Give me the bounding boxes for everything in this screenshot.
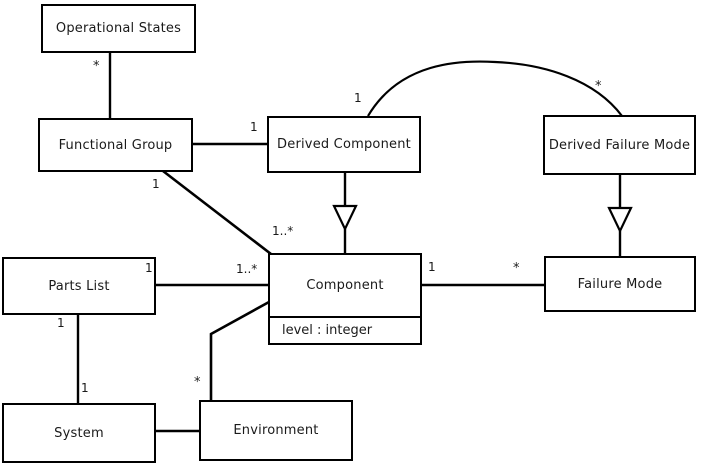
multiplicity-system-parts-list: 1 [81, 381, 89, 395]
multiplicity-functional-group-derived-component: 1 [250, 120, 258, 134]
class-name-derived-failure-mode: Derived Failure Mode [548, 137, 691, 153]
class-name-functional-group: Functional Group [58, 137, 173, 153]
multiplicity-functional-group-component: 1 [152, 177, 160, 191]
connector-environment-component [209, 300, 270, 400]
class-box-derived-failure-mode[interactable]: Derived Failure Mode [543, 115, 696, 175]
multiplicity-component-failure-mode: 1 [428, 260, 436, 274]
class-box-functional-group[interactable]: Functional Group [38, 118, 193, 172]
generalization-triangle-derived-component [332, 204, 358, 232]
class-box-system[interactable]: System [2, 403, 156, 463]
class-name-parts-list: Parts List [48, 278, 110, 294]
multiplicity-operational-states-functional-group: * [93, 59, 100, 74]
multiplicity-parts-list-component-left: 1 [145, 261, 153, 275]
multiplicity-environment-component: * [194, 375, 201, 390]
multiplicity-derived-component-derived-failure-mode: 1 [354, 91, 362, 105]
multiplicity-component-functional-group: 1..* [272, 224, 294, 238]
class-box-derived-component[interactable]: Derived Component [267, 116, 421, 173]
class-name-system: System [54, 425, 104, 441]
class-name-environment: Environment [233, 423, 319, 438]
class-box-parts-list[interactable]: Parts List [2, 257, 156, 315]
multiplicity-parts-list-system: 1 [57, 316, 65, 330]
generalization-triangle-derived-failure-mode [607, 206, 633, 234]
class-box-failure-mode[interactable]: Failure Mode [544, 256, 696, 312]
class-name-component: Component [306, 278, 384, 293]
class-box-component[interactable]: Component level : integer [268, 253, 422, 345]
class-box-operational-states[interactable]: Operational States [41, 4, 196, 53]
connector-derived-component-derived-failure-mode [367, 60, 623, 117]
class-name-derived-component: Derived Component [277, 137, 411, 152]
class-attribute-component-level: level : integer [270, 316, 420, 343]
class-name-operational-states: Operational States [55, 21, 182, 36]
class-name-failure-mode: Failure Mode [577, 276, 663, 292]
class-box-environment[interactable]: Environment [199, 400, 353, 461]
multiplicity-parts-list-component-right: 1..* [236, 262, 258, 276]
multiplicity-derived-failure-mode-derived-component: * [595, 79, 602, 94]
multiplicity-failure-mode-component: * [513, 261, 520, 276]
connector-functional-group-component [162, 169, 272, 256]
